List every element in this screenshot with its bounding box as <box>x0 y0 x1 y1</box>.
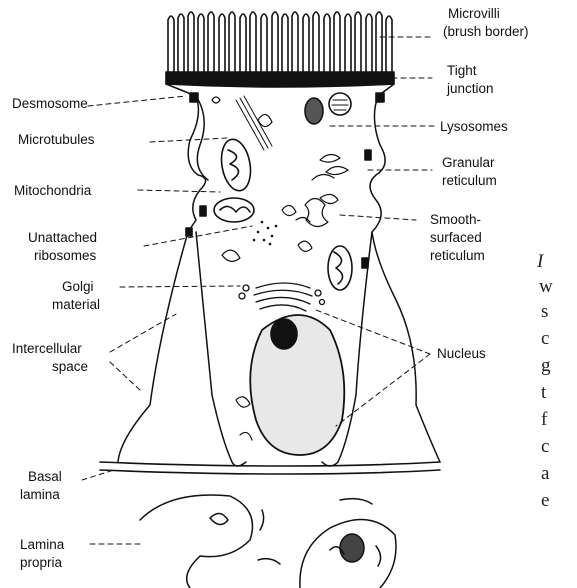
label-lamina-propria-1: Lamina <box>20 536 64 553</box>
margin-char-2: s <box>541 300 548 323</box>
label-smooth: Smooth- <box>430 211 481 228</box>
label-space: space <box>52 358 88 375</box>
label-golgi: Golgi <box>62 278 94 295</box>
label-microtubules: Microtubules <box>18 131 95 148</box>
label-mitochondria: Mitochondria <box>14 182 91 199</box>
margin-char-8: a <box>541 462 549 485</box>
lamina-propria <box>140 495 396 588</box>
label-surfaced: surfaced <box>430 229 482 246</box>
leader-lines <box>82 37 434 544</box>
label-basal: Basal <box>28 468 62 485</box>
margin-char-6: f <box>541 408 547 431</box>
margin-char-9: e <box>541 489 549 512</box>
label-desmosome: Desmosome <box>12 95 88 112</box>
mitochondria-shapes <box>214 137 352 290</box>
margin-char-3: c <box>541 327 549 350</box>
label-junction: junction <box>447 80 494 97</box>
label-granular-reticulum: reticulum <box>442 172 497 189</box>
margin-char-4: g <box>541 354 551 377</box>
margin-char-5: t <box>541 381 546 404</box>
basal-lamina <box>100 462 440 474</box>
ribosome-dots <box>253 221 278 246</box>
label-brush-border: (brush border) <box>443 23 529 40</box>
label-material: material <box>52 296 100 313</box>
margin-char-7: c <box>541 435 549 458</box>
label-lysosomes: Lysosomes <box>440 118 508 135</box>
lysosomes-shapes <box>305 93 351 124</box>
label-lamina: lamina <box>20 486 60 503</box>
label-intercellular: Intercellular <box>12 340 82 357</box>
smooth-reticulum <box>296 194 338 226</box>
label-microvilli: Microvilli <box>448 5 500 22</box>
granular-reticulum <box>312 154 348 180</box>
terminal-web <box>166 72 394 87</box>
label-nucleus: Nucleus <box>437 345 486 362</box>
label-granular: Granular <box>442 154 495 171</box>
microtubules <box>236 96 272 150</box>
margin-char-0: I <box>537 250 543 273</box>
nucleolus <box>271 319 297 349</box>
microvilli-border <box>168 12 392 72</box>
margin-char-1: w <box>539 275 553 298</box>
golgi-stacks <box>239 283 325 311</box>
label-ribosomes: ribosomes <box>34 247 96 264</box>
label-unattached: Unattached <box>28 229 97 246</box>
desmosomes <box>186 93 384 268</box>
label-tight: Tight <box>447 62 477 79</box>
label-lamina-propria-2: propria <box>20 554 62 571</box>
label-smooth-reticulum: reticulum <box>430 247 485 264</box>
